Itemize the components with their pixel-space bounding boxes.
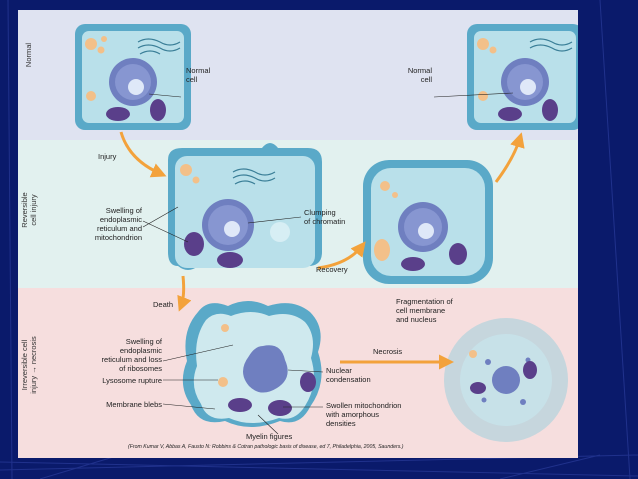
injury-arrow [119, 131, 167, 178]
row-label-irreversible: Irreversible cell injury → necrosis [20, 336, 38, 394]
arrows [119, 131, 525, 370]
label-lysosome-rupture: Lysosome rupture [102, 376, 162, 385]
diagram-art [75, 24, 578, 442]
normal-cell-right [467, 24, 578, 130]
label-myelin-figures: Myelin figures [246, 432, 293, 441]
to-normal-arrow [494, 132, 525, 183]
label-death: Death [153, 300, 174, 309]
label-swelling-er-mitochondrion: Swelling of endoplasmic reticulum and mi… [94, 206, 142, 242]
reversibly-injured-cell [168, 143, 322, 270]
necrotic-cell [444, 318, 568, 442]
row-label-reversible: Reversible cell injury [20, 192, 38, 228]
label-injury: Injury [98, 152, 117, 161]
label-swollen-mitochondrion: Swollen mitochondrion with amorphous den… [326, 401, 402, 428]
row-label-normal: Normal [24, 42, 33, 68]
death-arrow [177, 275, 192, 312]
label-swelling-er-ribosomes: Swelling of endoplasmic reticulum and lo… [101, 337, 162, 373]
label-fragmentation: Fragmentation of cell membrane and nucle… [396, 297, 453, 324]
label-membrane-blebs: Membrane blebs [106, 400, 162, 409]
figure-citation: (From Kumar V, Abbas A, Fausto N: Robbin… [128, 444, 404, 450]
label-clumping-chromatin: Clumping of chromatin [304, 208, 346, 226]
label-normal-cell-left: Normal cell [186, 66, 211, 84]
label-normal-cell-right: Normal cell [407, 66, 432, 84]
label-necrosis: Necrosis [373, 347, 403, 356]
recovering-cell [363, 160, 493, 284]
label-nuclear-condensation: Nuclear condensation [326, 366, 371, 384]
cell-injury-figure: Normal Reversible cell injury Irreversib… [18, 10, 578, 458]
irreversibly-injured-cell [182, 301, 322, 427]
normal-cell-left [75, 24, 191, 130]
label-recovery: Recovery [316, 265, 348, 274]
recovery-arrow [317, 241, 366, 270]
